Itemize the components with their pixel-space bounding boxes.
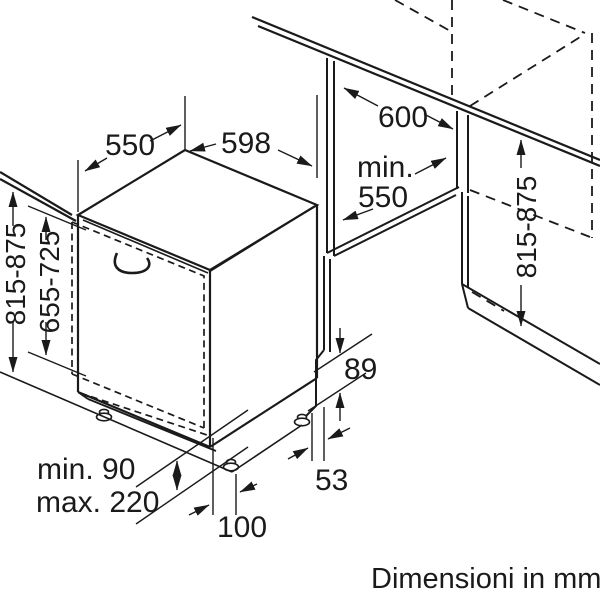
dishwasher-top-face: [75, 148, 320, 272]
dimension-53-notch-depth: [287, 407, 351, 461]
dimension-598-width: [189, 95, 318, 178]
dishwasher: [75, 148, 320, 452]
dishwasher-front-bottom-edge: [77, 390, 211, 449]
door-handle-icon: [113, 252, 151, 275]
dimension-min550-niche-depth: [342, 157, 447, 221]
label-550: 550: [105, 129, 155, 162]
dimension-100-foot-offset: [188, 438, 258, 516]
label-600: 600: [378, 101, 428, 134]
adjacent-cabinet-dashed: [394, 0, 593, 312]
label-min550-value: 550: [358, 181, 408, 214]
furniture-door-dashed: [71, 221, 211, 437]
adjacent-cabinet-front-edge: [456, 111, 600, 386]
label-815-875-left: 815-875: [0, 223, 31, 326]
label-89: 89: [344, 353, 377, 386]
caption-units: Dimensioni in mm: [371, 563, 600, 595]
floor-line: [0, 371, 303, 473]
label-min: min.: [357, 151, 414, 184]
dimension-655-725-door: [27, 205, 87, 377]
worktop-left: [0, 171, 77, 222]
dishwasher-base-band: [87, 398, 217, 452]
label-100: 100: [217, 511, 267, 544]
dimension-89-notch-height: [307, 328, 373, 421]
niche-side-panel: [305, 58, 460, 417]
dimension-600-cabinet-depth: [343, 87, 454, 130]
dimension-plinth-height: [135, 409, 249, 525]
label-max-220: max. 220: [36, 486, 159, 519]
label-min-90: min. 90: [37, 453, 135, 486]
label-53: 53: [315, 464, 348, 497]
label-815-875-right: 815-875: [511, 176, 542, 279]
dimension-550-depth: [77, 96, 186, 212]
worktop-right: [251, 15, 600, 168]
dishwasher-right-bottom-edge: [209, 377, 318, 448]
label-598: 598: [221, 127, 271, 160]
label-655-725: 655-725: [34, 231, 65, 334]
